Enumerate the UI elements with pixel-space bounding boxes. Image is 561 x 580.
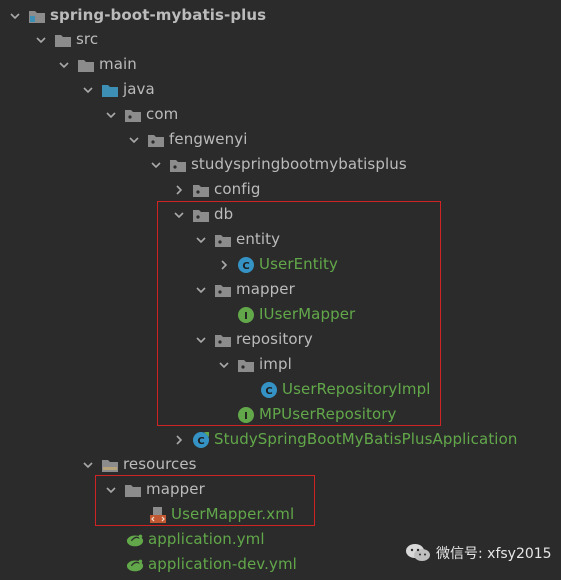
source-folder-icon — [101, 81, 119, 99]
chevron-down-icon[interactable] — [194, 283, 208, 297]
tree-label: entity — [236, 230, 281, 248]
spring-config-file-icon — [126, 531, 144, 549]
tree-row-db[interactable]: db — [172, 202, 233, 227]
chevron-down-icon[interactable] — [194, 333, 208, 347]
tree-row-userentity[interactable]: C UserEntity — [217, 252, 338, 277]
tree-label: java — [123, 80, 155, 98]
tree-label: UserEntity — [259, 255, 338, 273]
tree-label: mapper — [236, 280, 295, 298]
tree-label: IUserMapper — [259, 305, 356, 323]
xml-file-icon — [149, 506, 167, 524]
tree-row-entity[interactable]: entity — [194, 227, 280, 252]
tree-label: UserRepositoryImpl — [282, 380, 431, 398]
spring-boot-class-icon: C — [192, 431, 210, 449]
tree-label: main — [99, 55, 137, 73]
svg-text:C: C — [265, 386, 272, 397]
package-icon — [214, 331, 232, 349]
chevron-down-icon[interactable] — [149, 158, 163, 172]
tree-label: StudySpringBootMyBatisPlusApplication — [214, 430, 518, 448]
module-folder-icon — [28, 7, 46, 25]
tree-label: impl — [259, 355, 292, 373]
tree-label: com — [146, 105, 179, 123]
resources-folder-icon — [101, 456, 119, 474]
tree-row-iusermapper[interactable]: I IUserMapper — [237, 302, 355, 327]
folder-icon — [77, 56, 95, 74]
tree-row-resources[interactable]: resources — [81, 452, 197, 477]
chevron-down-icon[interactable] — [127, 133, 141, 147]
svg-text:C: C — [242, 261, 249, 272]
tree-label: db — [214, 205, 234, 223]
chevron-down-icon[interactable] — [172, 208, 186, 222]
tree-label: studyspringbootmybatisplus — [191, 155, 407, 173]
tree-row-mapper[interactable]: mapper — [194, 277, 295, 302]
tree-row-application-dev-yml[interactable]: application-dev.yml — [126, 552, 297, 577]
package-icon — [124, 106, 142, 124]
package-icon — [237, 356, 255, 374]
tree-row-com[interactable]: com — [104, 102, 178, 127]
package-icon — [147, 131, 165, 149]
folder-icon — [54, 31, 72, 49]
spring-config-file-icon — [126, 556, 144, 574]
tree-row-mpuserrepository[interactable]: I MPUserRepository — [237, 402, 397, 427]
svg-text:C: C — [197, 436, 204, 447]
chevron-down-icon[interactable] — [104, 108, 118, 122]
chevron-down-icon[interactable] — [104, 483, 118, 497]
tree-label: application-dev.yml — [148, 555, 297, 573]
svg-text:I: I — [244, 311, 248, 322]
tree-row-usermapper-xml[interactable]: UserMapper.xml — [149, 502, 294, 527]
tree-row-main[interactable]: main — [57, 52, 137, 77]
package-icon — [192, 206, 210, 224]
tree-label: mapper — [146, 480, 205, 498]
tree-row-fengwenyi[interactable]: fengwenyi — [127, 127, 248, 152]
tree-label: config — [214, 180, 261, 198]
chevron-down-icon[interactable] — [57, 58, 71, 72]
tree-label: resources — [123, 455, 197, 473]
tree-row-impl[interactable]: impl — [217, 352, 292, 377]
tree-row-repository[interactable]: repository — [194, 327, 313, 352]
chevron-down-icon[interactable] — [81, 458, 95, 472]
tree-row-config[interactable]: config — [172, 177, 261, 202]
tree-label: repository — [236, 330, 313, 348]
folder-icon — [124, 481, 142, 499]
tree-label: MPUserRepository — [259, 405, 397, 423]
tree-label: UserMapper.xml — [171, 505, 295, 523]
chevron-down-icon[interactable] — [34, 33, 48, 47]
watermark-text: 微信号: xfsy2015 — [436, 546, 552, 562]
wechat-icon — [404, 542, 432, 564]
tree-row-studyspringbootmybatisplus[interactable]: studyspringbootmybatisplus — [149, 152, 407, 177]
tree-label: application.yml — [148, 530, 265, 548]
tree-row-userrepositoryimpl[interactable]: C UserRepositoryImpl — [260, 377, 430, 402]
tree-label: fengwenyi — [169, 130, 248, 148]
tree-row-application-yml[interactable]: application.yml — [126, 527, 265, 552]
package-icon — [214, 281, 232, 299]
tree-row-src[interactable]: src — [34, 27, 98, 52]
chevron-right-icon[interactable] — [217, 258, 231, 272]
chevron-right-icon[interactable] — [172, 183, 186, 197]
class-icon: C — [260, 381, 278, 399]
tree-row-resources-mapper[interactable]: mapper — [104, 477, 205, 502]
class-icon: C — [237, 256, 255, 274]
interface-icon: I — [237, 406, 255, 424]
svg-text:I: I — [244, 411, 248, 422]
tree-row-java[interactable]: java — [81, 77, 155, 102]
tree-row-root[interactable]: spring-boot-mybatis-plus — [8, 3, 266, 28]
chevron-right-icon[interactable] — [172, 433, 186, 447]
package-icon — [169, 156, 187, 174]
tree-label: src — [76, 30, 99, 48]
tree-label: spring-boot-mybatis-plus — [50, 6, 267, 24]
tree-row-application-class[interactable]: C StudySpringBootMyBatisPlusApplication — [172, 427, 517, 452]
chevron-down-icon[interactable] — [8, 9, 22, 23]
interface-icon: I — [237, 306, 255, 324]
chevron-down-icon[interactable] — [194, 233, 208, 247]
chevron-down-icon[interactable] — [217, 358, 231, 372]
wechat-watermark: 微信号: xfsy2015 — [404, 542, 552, 564]
highlight-box-db — [157, 201, 441, 426]
package-icon — [214, 231, 232, 249]
package-icon — [192, 181, 210, 199]
highlight-box-mapper-xml — [95, 475, 315, 526]
chevron-down-icon[interactable] — [81, 83, 95, 97]
